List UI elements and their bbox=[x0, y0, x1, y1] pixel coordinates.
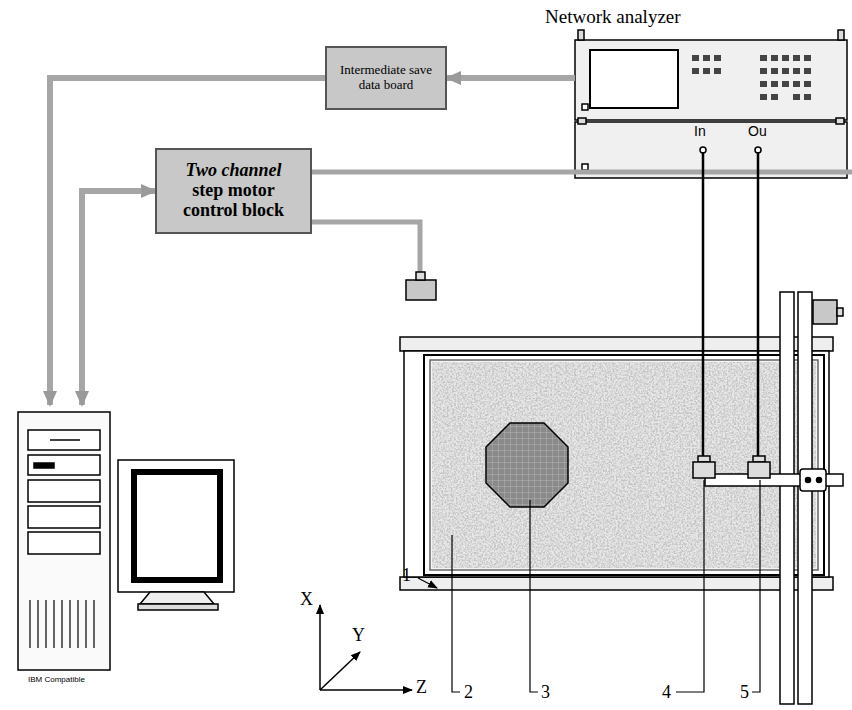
axis-label: Y bbox=[352, 626, 365, 644]
callout-number: 3 bbox=[541, 683, 550, 701]
network-analyzer: Network analyzer bbox=[575, 6, 847, 180]
test-object bbox=[486, 423, 568, 507]
callout-number: 5 bbox=[740, 683, 749, 701]
board-label: Intermediate save data board bbox=[333, 63, 439, 93]
network-analyzer bbox=[575, 30, 847, 178]
callout-number: 1 bbox=[402, 566, 411, 584]
computer-label: IBM Compatible bbox=[28, 675, 85, 684]
callout-number: 4 bbox=[662, 683, 671, 701]
port-label: Ou bbox=[748, 124, 767, 138]
antenna-5 bbox=[748, 462, 770, 478]
callout-number: 2 bbox=[464, 683, 473, 701]
data-connector bbox=[50, 78, 325, 405]
computer: IBM Compatible bbox=[14, 405, 240, 697]
leader-lines bbox=[418, 480, 760, 692]
antenna-4 bbox=[693, 462, 715, 478]
antenna-carriage bbox=[693, 152, 843, 491]
block-title: Two channel bbox=[163, 161, 304, 181]
axis-label: X bbox=[300, 590, 313, 608]
axis-label: Z bbox=[416, 678, 427, 696]
scan-rails bbox=[780, 292, 843, 704]
analyzer-title: Network analyzer bbox=[545, 6, 847, 28]
process-box: Two channelstep motor control block bbox=[155, 148, 312, 234]
process-box: Intermediate save data board bbox=[325, 46, 447, 110]
step-motor bbox=[406, 272, 436, 300]
block-body: step motor control block bbox=[163, 181, 304, 221]
motor-cables bbox=[312, 172, 852, 272]
scanner-frame bbox=[400, 337, 833, 590]
coordinate-axes bbox=[320, 605, 412, 690]
data-connector bbox=[82, 191, 155, 405]
data-connector bbox=[447, 75, 575, 81]
computer bbox=[18, 412, 234, 670]
port-label: In bbox=[694, 124, 706, 138]
